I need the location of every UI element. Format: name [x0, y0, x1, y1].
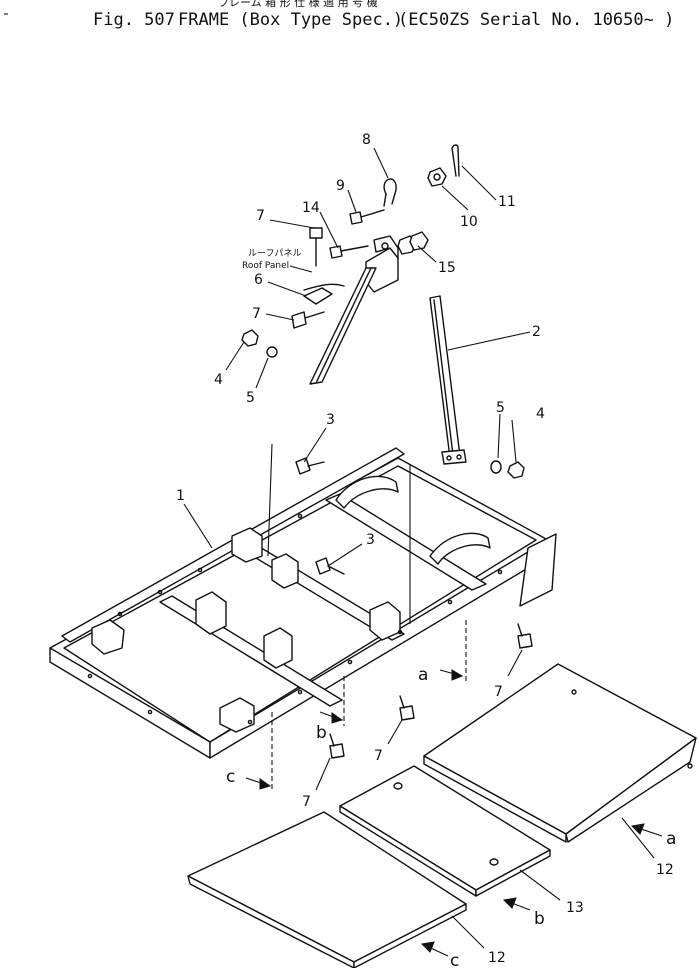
roof-panel-jp-label: ルーフパネル — [248, 248, 301, 259]
callout-7-a: 7 — [494, 684, 503, 700]
nut-10 — [427, 167, 447, 187]
frame-right-box — [519, 533, 557, 607]
shackle — [383, 178, 397, 205]
callout-12-left: 12 — [488, 950, 506, 966]
callout-8: 8 — [362, 132, 371, 148]
cross-member-3 — [325, 493, 487, 591]
pin-11 — [451, 144, 460, 177]
view-letter-a-frame: a — [418, 665, 428, 685]
view-letter-c-plate: c — [450, 951, 459, 968]
callout-1: 1 — [176, 488, 185, 504]
bracket-ear — [373, 235, 399, 259]
mount-bracket-5 — [231, 527, 263, 563]
diagram-header: フレーム 箱 形 仕 様 適 用 号 機 Fig. 507 FRAME (Box… — [4, 0, 674, 30]
nut-15b — [409, 231, 429, 251]
bracket-hole — [381, 242, 389, 250]
serial-range: (EC50ZS Serial No. 10650~ ) — [398, 10, 674, 30]
callout-7-b: 7 — [374, 748, 383, 764]
callout-7-c: 7 — [302, 794, 311, 810]
washer-5-left — [266, 346, 278, 358]
callout-numbers: 1 2 3 3 4 4 5 5 6 7 7 7 7 7 8 9 10 11 12… — [176, 132, 674, 966]
bolt-3-lower — [315, 557, 331, 575]
mount-bracket-7 — [91, 619, 125, 655]
floor-plates — [187, 663, 697, 968]
callout-14: 14 — [302, 200, 320, 216]
bolts-7-lower — [329, 623, 533, 759]
bolt-7-c — [329, 743, 345, 759]
mount-bracket-2 — [263, 627, 293, 669]
stay-bar-foot — [441, 449, 467, 465]
callout-2: 2 — [532, 324, 541, 340]
callout-5-left: 5 — [246, 390, 255, 406]
bolt-14 — [329, 245, 343, 259]
header-japanese: フレーム 箱 形 仕 様 適 用 号 機 — [218, 0, 378, 9]
callout-10: 10 — [460, 214, 478, 230]
washer-5-right — [490, 460, 502, 474]
leader-lines — [183, 147, 655, 949]
bolt-3-upper — [295, 457, 311, 475]
bolt-7-mid — [291, 311, 307, 329]
callout-4-left: 4 — [214, 372, 223, 388]
callout-13: 13 — [566, 900, 584, 916]
view-letter-a-plate: a — [666, 829, 676, 849]
nut-4-left — [241, 329, 259, 347]
view-markers: a b c — [226, 620, 467, 790]
main-frame — [49, 443, 557, 759]
plate-arrows: a b c — [420, 823, 676, 968]
callout-15: 15 — [438, 260, 456, 276]
callout-7-top: 7 — [256, 208, 265, 224]
figure-title: FRAME (Box Type Spec.) — [178, 10, 403, 30]
bolt-7-top — [309, 227, 323, 239]
view-letter-b-plate: b — [534, 909, 545, 929]
callout-3-lower: 3 — [366, 532, 375, 548]
callout-12-right: 12 — [656, 862, 674, 878]
callout-7-mid: 7 — [252, 306, 261, 322]
bolts-3 — [295, 457, 345, 575]
saddle-rear — [335, 475, 399, 509]
bolt-9 — [349, 211, 363, 225]
callout-6: 6 — [254, 272, 263, 288]
roof-clip — [303, 287, 333, 305]
bolt-7-a — [517, 633, 533, 649]
callout-11: 11 — [498, 194, 516, 210]
saddle-front — [429, 532, 491, 565]
roof-panel-label: Roof Panel — [242, 261, 289, 271]
callout-3-upper: 3 — [326, 412, 335, 428]
figure-number: Fig. 507 — [93, 10, 175, 30]
mount-bracket-4 — [369, 601, 401, 641]
stay-bar — [429, 295, 461, 459]
view-letter-b-frame: b — [316, 723, 327, 743]
callout-9: 9 — [336, 178, 345, 194]
view-letter-c-frame: c — [226, 767, 235, 787]
mount-bracket-3 — [271, 553, 299, 589]
nut-4-right — [507, 461, 525, 479]
mount-bracket-6 — [219, 697, 255, 733]
rail-holes — [87, 513, 503, 725]
bolt-7-b — [399, 705, 415, 721]
roof-support-assembly: ルーフパネル Roof Panel — [241, 144, 525, 479]
callout-4-right: 4 — [536, 406, 545, 422]
callout-5-right: 5 — [496, 400, 505, 416]
mount-bracket-1 — [195, 591, 227, 635]
